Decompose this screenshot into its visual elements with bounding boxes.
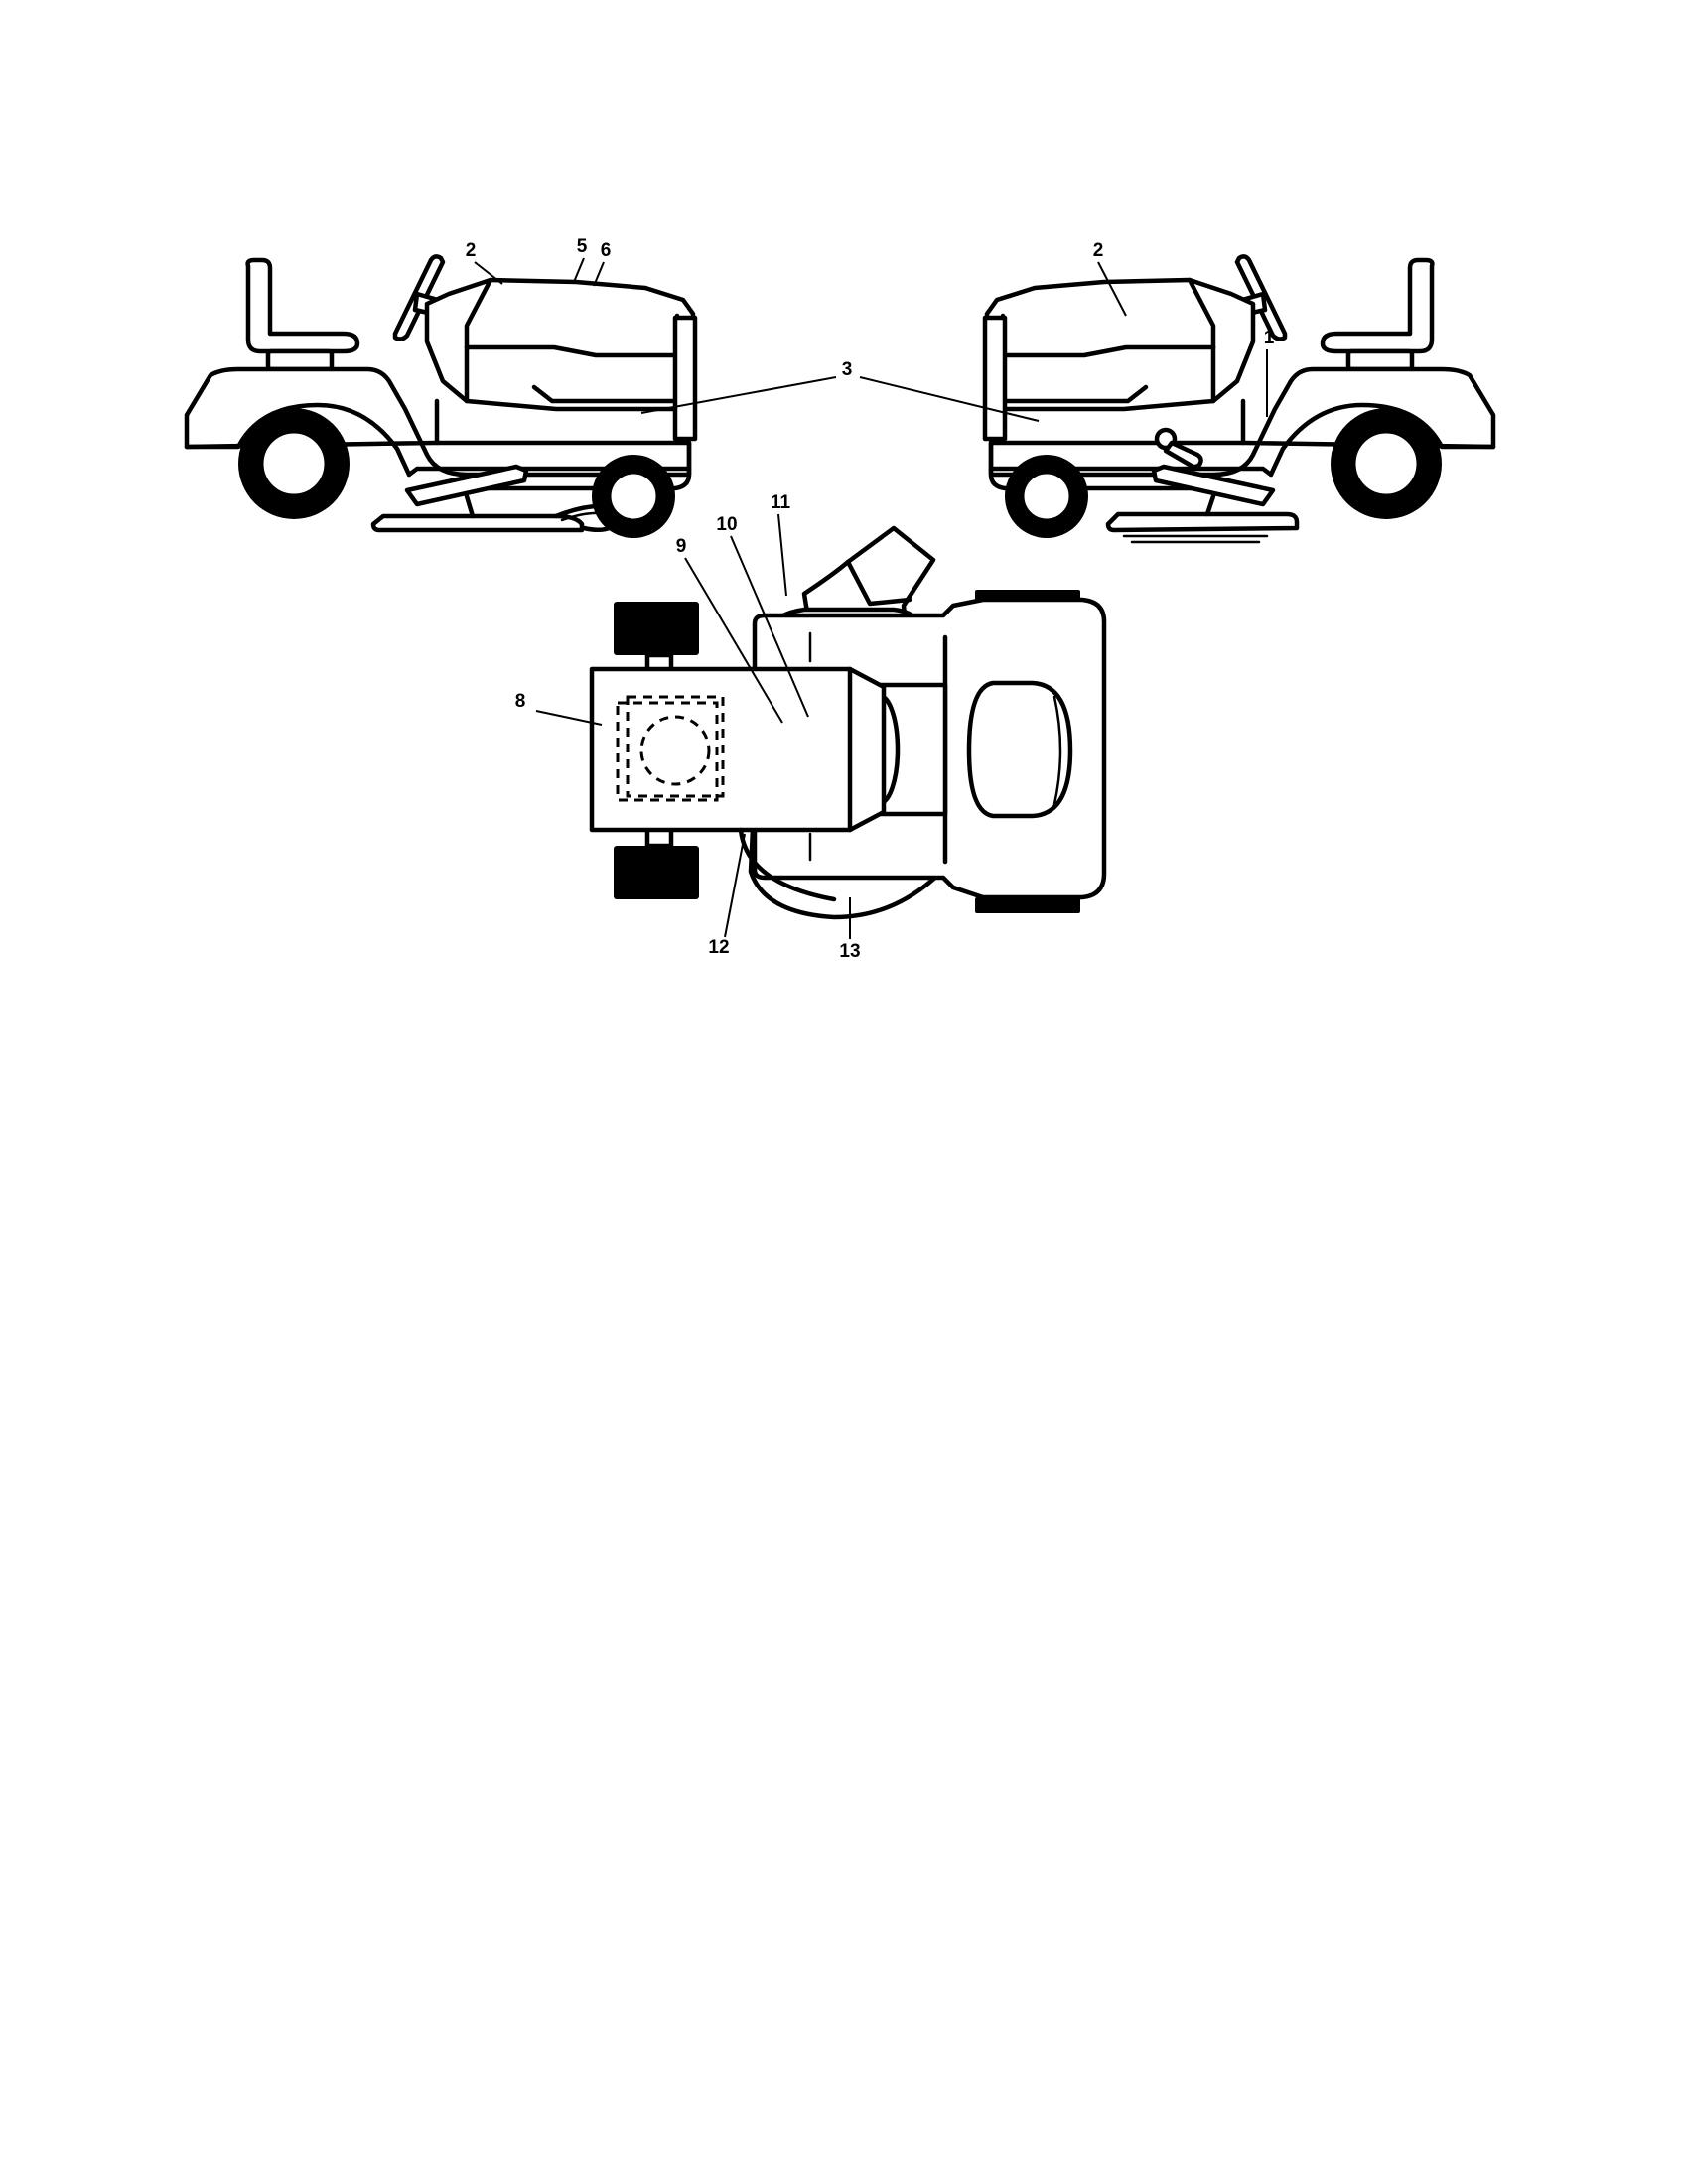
front-tire-bottom <box>614 846 699 899</box>
mower-deck-left <box>370 503 624 533</box>
callout-5: 5 <box>577 236 588 257</box>
pedal-right <box>1151 464 1276 507</box>
rear-tire-bottom <box>975 897 1080 913</box>
mower-deck-right <box>1105 511 1300 544</box>
callout-11: 11 <box>771 492 791 513</box>
pedal-left <box>404 464 529 507</box>
seat-left <box>245 257 360 372</box>
callout-12: 12 <box>708 937 729 958</box>
callout-10: 10 <box>716 514 737 535</box>
rear-wheel-right <box>1331 408 1442 519</box>
seat-top <box>966 680 1073 819</box>
rear-fender-right <box>988 366 1496 478</box>
callout-2-left: 2 <box>466 240 477 261</box>
seat-right <box>1320 257 1435 372</box>
callout-9: 9 <box>676 536 687 557</box>
callouts: 2 5 6 2 3 1 11 10 9 8 12 13 <box>466 236 1275 962</box>
engine-dashed-panel <box>616 701 719 802</box>
callout-2-right: 2 <box>1093 240 1104 261</box>
tractor-right-side-view <box>982 254 1496 544</box>
callout-13: 13 <box>839 941 860 962</box>
hood-top <box>589 666 887 833</box>
callout-8: 8 <box>515 691 526 712</box>
front-tire-top <box>614 602 699 655</box>
front-wheel-right <box>1005 455 1088 538</box>
callout-3: 3 <box>842 359 853 380</box>
lift-lever-right <box>1154 427 1203 470</box>
rear-fender-left <box>184 366 692 478</box>
tractor-top-view <box>589 525 1107 920</box>
rear-wheel-left <box>238 408 350 519</box>
tractor-left-side-view <box>184 254 698 538</box>
callout-1: 1 <box>1264 328 1275 348</box>
callout-6: 6 <box>601 240 612 261</box>
front-wheel-left <box>592 455 675 538</box>
